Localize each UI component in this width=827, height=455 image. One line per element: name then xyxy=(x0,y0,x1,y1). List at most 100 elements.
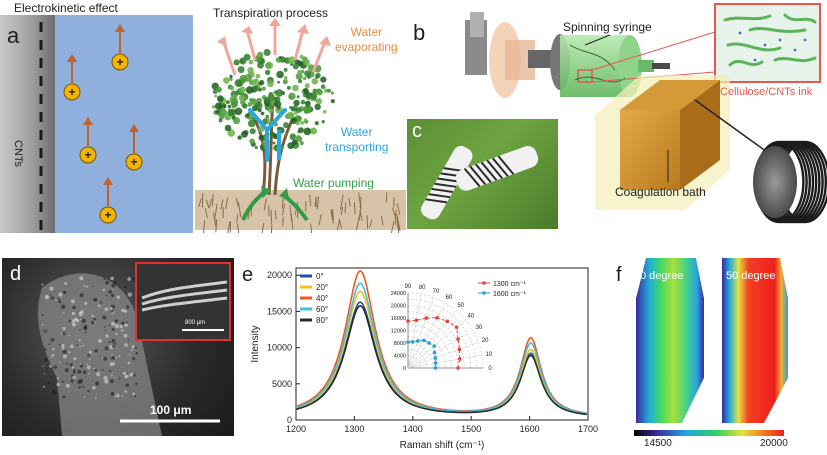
root xyxy=(237,201,242,218)
polar-angle-label: 80 xyxy=(419,285,426,291)
root xyxy=(396,214,399,229)
sem-texture xyxy=(109,369,112,373)
sem-texture xyxy=(114,342,117,345)
sem-texture xyxy=(43,385,46,388)
sem-texture xyxy=(62,326,66,331)
sem-texture xyxy=(124,343,128,347)
root xyxy=(391,207,396,217)
panel-letter: b xyxy=(413,20,426,45)
sem-texture xyxy=(111,374,113,377)
leaf xyxy=(304,83,310,89)
leaf xyxy=(303,88,309,94)
root xyxy=(380,215,384,226)
sem-texture xyxy=(99,356,102,358)
sem-texture xyxy=(102,288,106,292)
legend-label: 20° xyxy=(316,283,328,292)
sem-texture xyxy=(132,392,136,396)
leaf xyxy=(216,95,224,102)
leaf xyxy=(229,77,233,81)
leaf xyxy=(312,88,318,94)
leaf xyxy=(267,118,272,124)
leaf xyxy=(237,66,245,74)
polar-point xyxy=(457,357,462,361)
x-tick-label: 1500 xyxy=(461,424,481,434)
sem-texture xyxy=(131,345,135,349)
sem-texture xyxy=(110,379,114,384)
leaf xyxy=(277,80,281,84)
sem-texture xyxy=(121,394,124,397)
sem-texture xyxy=(111,283,116,288)
sem-texture xyxy=(124,390,127,393)
leaf xyxy=(255,73,261,79)
polar-point xyxy=(432,350,437,355)
sem-texture xyxy=(108,341,111,344)
polar-spoke xyxy=(407,330,474,369)
sem-texture xyxy=(61,304,66,309)
sem-texture xyxy=(104,307,109,311)
leaf xyxy=(263,96,271,105)
polar-angle-label: 30 xyxy=(476,325,483,331)
leaf xyxy=(249,128,256,135)
leaf xyxy=(214,110,219,114)
legend-label: 0° xyxy=(316,272,324,281)
sem-texture xyxy=(41,324,44,326)
leaf xyxy=(214,94,218,98)
spinning-syringe-label: Spinning syringe xyxy=(563,20,652,34)
spinning-setup-illustration xyxy=(465,3,827,224)
root xyxy=(338,218,342,229)
sem-texture xyxy=(100,301,103,304)
sem-texture xyxy=(78,386,81,389)
sem-fiber-image xyxy=(37,262,231,436)
sem-texture xyxy=(118,377,121,380)
panel-b: b Spinning syringe Cellulose/CNTs ink Co… xyxy=(410,0,827,233)
root xyxy=(214,203,218,218)
soil xyxy=(195,190,410,230)
sem-texture xyxy=(50,376,52,378)
leaf xyxy=(261,86,266,91)
x-tick-label: 1300 xyxy=(344,424,364,434)
sem-texture xyxy=(64,282,68,285)
sem-texture xyxy=(114,376,116,379)
leaf xyxy=(232,117,241,125)
leaf xyxy=(233,59,240,66)
leaf xyxy=(211,105,216,109)
polar-point xyxy=(410,340,415,344)
polar-radial-label: 24000 xyxy=(391,291,406,297)
ion-arrow-head xyxy=(83,117,93,125)
leaf xyxy=(303,58,310,66)
sem-texture xyxy=(115,394,117,396)
leaf xyxy=(256,97,262,104)
root xyxy=(261,223,265,233)
sem-texture xyxy=(83,396,86,398)
sem-texture xyxy=(82,370,87,374)
sem-texture xyxy=(72,305,76,310)
leaf xyxy=(287,142,295,150)
sem-texture xyxy=(119,324,124,329)
root xyxy=(289,205,293,222)
leaf xyxy=(222,103,227,108)
sem-texture xyxy=(84,301,88,305)
root xyxy=(336,219,341,231)
sem-texture xyxy=(109,307,113,310)
panel-f: f 0 degree 50 degree 14500 20000 xyxy=(616,258,827,455)
sem-texture xyxy=(104,329,107,331)
sem-texture xyxy=(118,355,121,358)
leaf xyxy=(227,109,235,117)
sem-texture xyxy=(44,358,48,362)
leaf xyxy=(258,135,264,141)
sem-texture xyxy=(108,324,111,326)
sem-texture xyxy=(102,369,104,371)
panel-letter: c xyxy=(412,120,422,142)
leaf xyxy=(215,86,222,93)
root xyxy=(214,218,217,228)
sem-texture xyxy=(73,370,76,374)
ion-arrow-head xyxy=(115,24,125,32)
x-tick-label: 1400 xyxy=(403,424,423,434)
sem-texture xyxy=(104,346,109,351)
leaf xyxy=(249,138,255,145)
leaf xyxy=(239,74,247,83)
legend-label: 80° xyxy=(316,316,328,325)
y-tick-label: 0 xyxy=(287,415,292,425)
leaf xyxy=(250,98,257,105)
root xyxy=(330,211,334,224)
